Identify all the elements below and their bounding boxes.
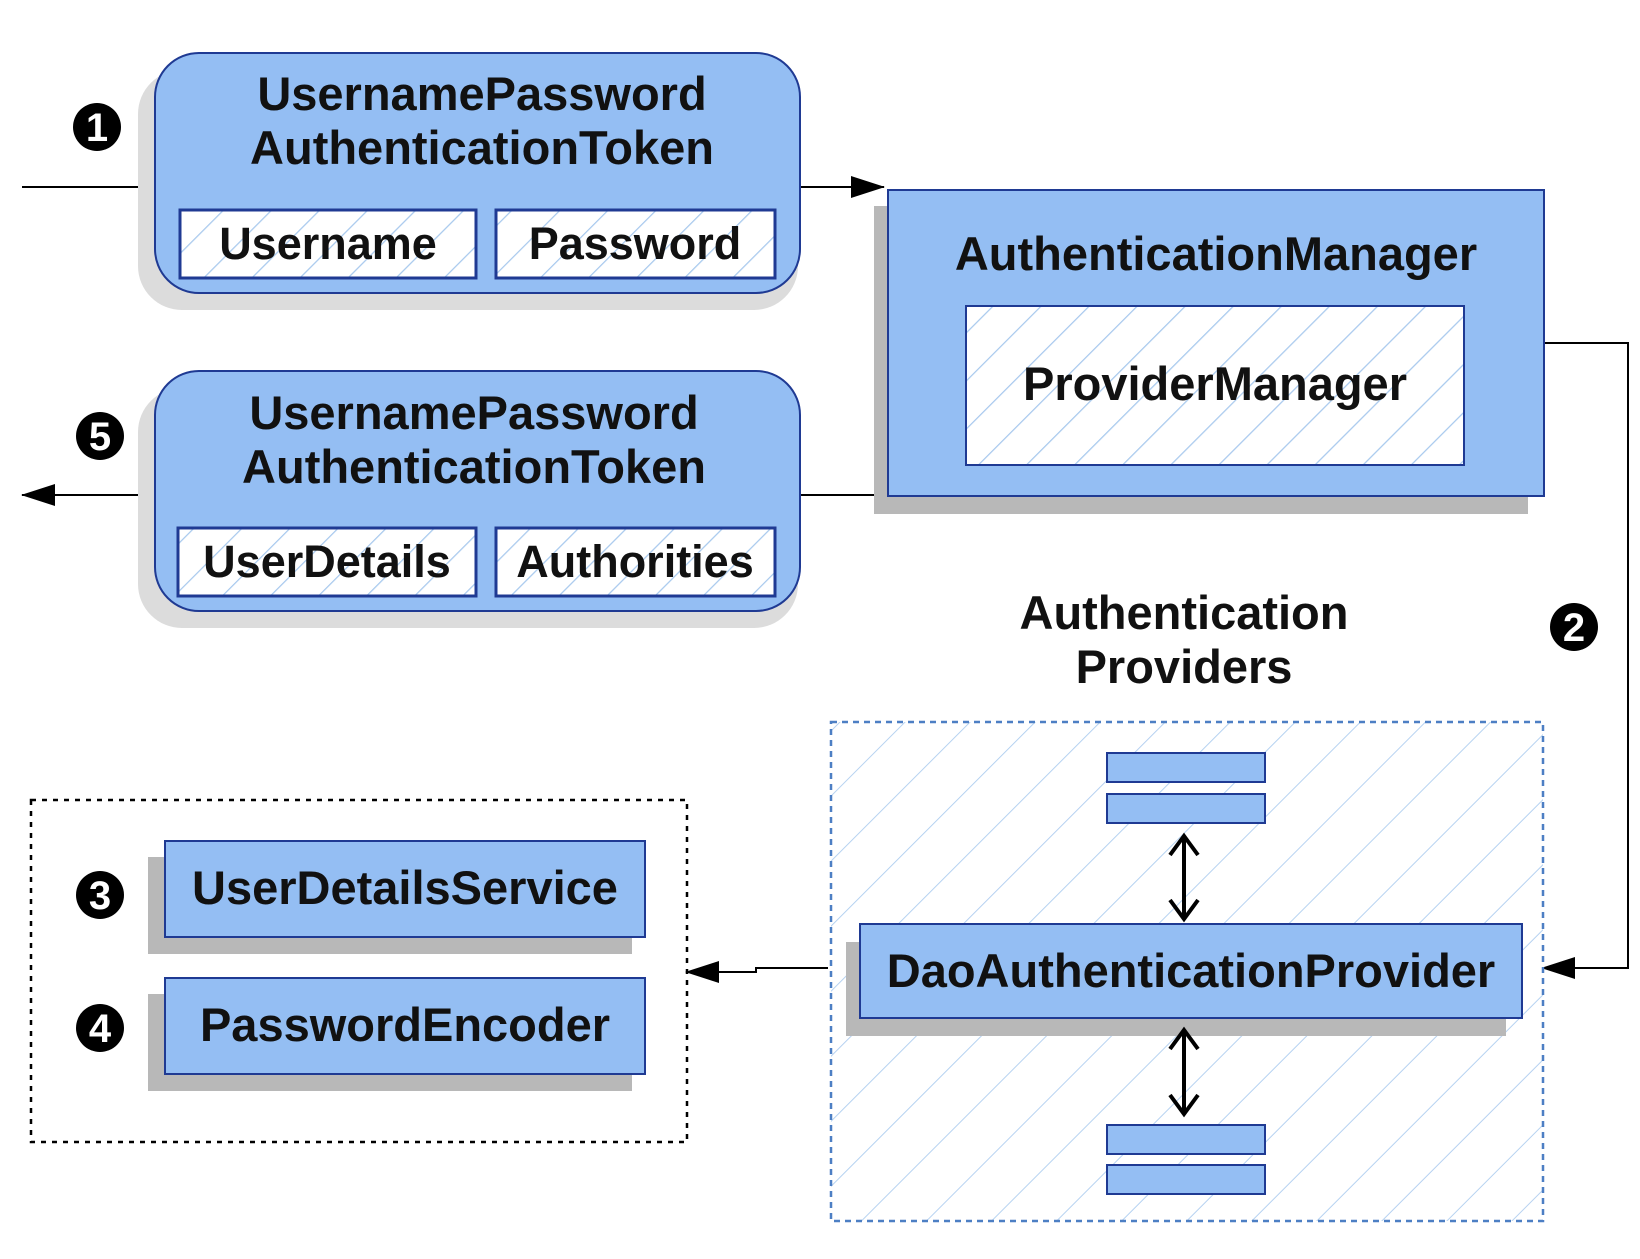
double-arrow-top-up-head — [1168, 832, 1200, 857]
arrow-manager-to-provider — [1541, 342, 1629, 979]
output-token-title-1: UsernamePassword — [249, 386, 698, 439]
svg-text:2: 2 — [1563, 606, 1585, 650]
input-authentication-token: UsernamePassword AuthenticationToken Use… — [138, 52, 801, 310]
authentication-manager-title: AuthenticationManager — [955, 227, 1477, 280]
step-marker-1: 1 — [73, 103, 121, 151]
providers-label-line2: Providers — [1076, 640, 1293, 693]
step-marker-3: 3 — [76, 871, 124, 919]
arrow-provider-to-services — [685, 961, 828, 983]
password-field-box — [494, 208, 777, 280]
providers-label-line1: Authentication — [1020, 586, 1349, 639]
username-field-box — [178, 208, 478, 280]
dependencies-container — [29, 798, 689, 1144]
password-encoder-box — [164, 977, 646, 1075]
svg-text:5: 5 — [89, 415, 111, 459]
dao-dependencies-group: UserDetailsService PasswordEncoder — [29, 798, 689, 1144]
provider-stub-top-2 — [1106, 793, 1266, 824]
provider-manager-label: ProviderManager — [1023, 357, 1407, 410]
double-arrow-top-down-head — [1168, 898, 1200, 923]
provider-stub-top-1 — [1106, 752, 1266, 783]
authorities-field-box — [494, 526, 777, 598]
double-arrow-bottom-down-head — [1168, 1093, 1200, 1118]
provider-manager-box — [965, 305, 1465, 466]
dao-provider-label: DaoAuthenticationProvider — [887, 944, 1495, 997]
username-field-label: Username — [219, 218, 437, 269]
step-marker-2: 2 — [1550, 603, 1598, 651]
output-token-title-2: AuthenticationToken — [242, 440, 706, 493]
password-field-label: Password — [529, 218, 742, 269]
step-marker-5: 5 — [76, 412, 124, 460]
password-encoder-label: PasswordEncoder — [200, 998, 610, 1051]
authentication-manager: AuthenticationManager ProviderManager — [874, 189, 1545, 514]
input-token-title-2: AuthenticationToken — [250, 121, 714, 174]
svg-text:1: 1 — [86, 106, 108, 150]
userdetails-field-box — [176, 526, 478, 598]
provider-stub-bottom-1 — [1106, 1124, 1266, 1155]
provider-stub-bottom-2 — [1106, 1164, 1266, 1195]
input-token-title-1: UsernamePassword — [257, 67, 706, 120]
authentication-providers-group: DaoAuthenticationProvider — [829, 720, 1545, 1223]
authorities-field-label: Authorities — [516, 536, 754, 587]
connectors — [21, 176, 1629, 983]
step-marker-4: 4 — [76, 1004, 124, 1052]
output-authentication-token: UsernamePassword AuthenticationToken Use… — [138, 370, 801, 628]
user-details-service-label: UserDetailsService — [192, 861, 618, 914]
dao-provider-box — [859, 923, 1523, 1019]
svg-text:4: 4 — [89, 1007, 112, 1051]
user-details-service-box — [164, 840, 646, 938]
userdetails-field-label: UserDetails — [203, 536, 451, 587]
svg-text:3: 3 — [89, 874, 111, 918]
double-arrow-bottom-up-head — [1168, 1026, 1200, 1051]
